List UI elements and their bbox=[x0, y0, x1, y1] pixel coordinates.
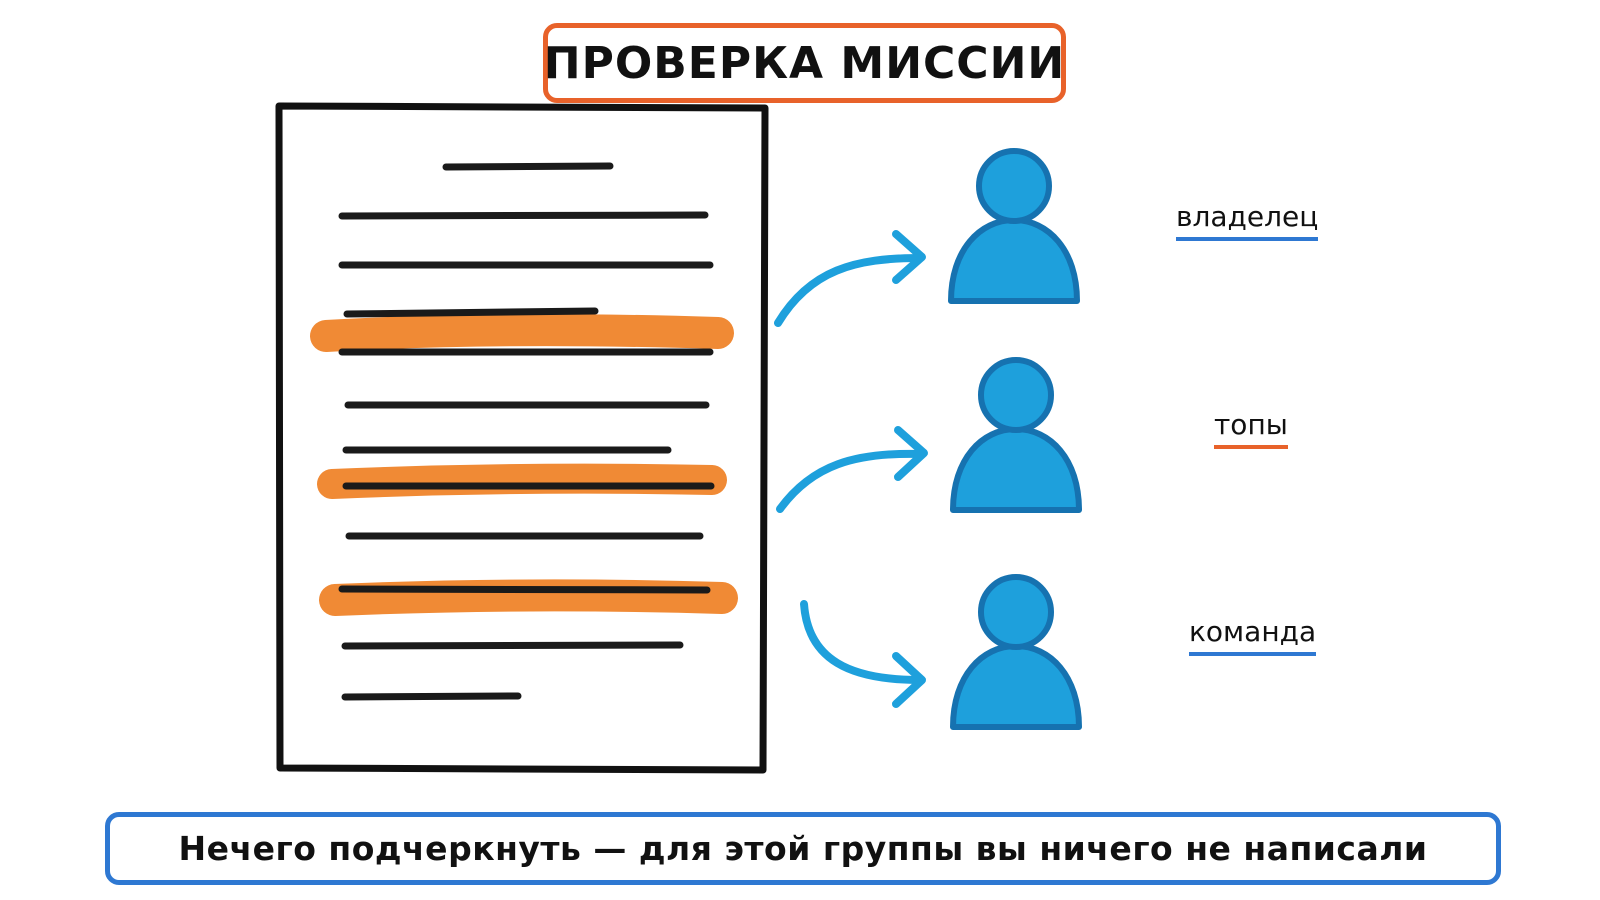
message-text: Нечего подчеркнуть — для этой группы вы … bbox=[178, 829, 1428, 868]
person-icon bbox=[950, 574, 1082, 730]
person-icon bbox=[948, 148, 1080, 304]
document-text-lines bbox=[338, 162, 715, 701]
doc-line bbox=[338, 211, 709, 220]
doc-line bbox=[341, 692, 522, 701]
doc-line bbox=[343, 307, 599, 318]
message-box: Нечего подчеркнуть — для этой группы вы … bbox=[105, 812, 1501, 885]
title-box: ПРОВЕРКА МИССИИ bbox=[543, 23, 1066, 103]
page-title: ПРОВЕРКА МИССИИ bbox=[543, 37, 1066, 89]
role-label-tops: топы bbox=[1214, 408, 1288, 449]
highlight-mark bbox=[319, 579, 738, 616]
highlight-marks bbox=[310, 314, 738, 616]
doc-line bbox=[338, 585, 711, 594]
doc-line bbox=[341, 641, 684, 650]
role-label-team: команда bbox=[1189, 615, 1317, 656]
role-label-owner: владелец bbox=[1176, 200, 1319, 241]
arrow-icon bbox=[776, 426, 928, 513]
document-icon bbox=[275, 102, 769, 774]
arrow-icon bbox=[800, 600, 926, 708]
doc-line bbox=[442, 162, 614, 171]
person-icon bbox=[950, 357, 1082, 513]
highlight-mark bbox=[310, 314, 734, 352]
arrow-icon bbox=[774, 230, 926, 327]
highlight-mark bbox=[317, 463, 727, 499]
